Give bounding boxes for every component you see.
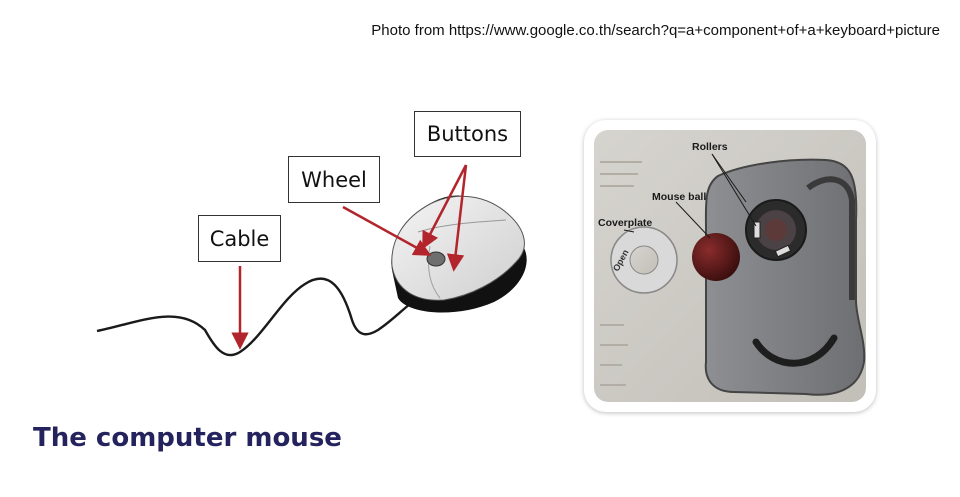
- mouse-internals-photo: Open Rollers Mouse ball Coverplate: [584, 120, 876, 412]
- roller-bottom: [774, 244, 792, 258]
- photo-image: Open Rollers Mouse ball Coverplate: [594, 130, 866, 402]
- scroll-wheel: [426, 251, 446, 267]
- rollers-label: Rollers: [692, 141, 728, 153]
- cable-label: Cable: [198, 215, 281, 262]
- roller-left: [753, 221, 761, 239]
- coverplate-label: Coverplate: [598, 217, 652, 229]
- buttons-arrow-right: [446, 164, 468, 272]
- leader-lines: [623, 153, 757, 239]
- coverplate: Open: [610, 226, 678, 294]
- wheel-arrow: [342, 205, 432, 256]
- wheel-label: Wheel: [288, 156, 380, 203]
- background-text-lines: [600, 161, 642, 386]
- mouse-ball: [692, 233, 740, 281]
- mouse-casing: [704, 158, 866, 396]
- casing-groove: [752, 334, 838, 367]
- mouse-illustration: [391, 195, 527, 313]
- mouse-ball-label: Mouse ball: [652, 191, 706, 203]
- mouse-cable: [96, 277, 411, 357]
- source-caption: Photo from https://www.google.co.th/sear…: [371, 22, 940, 39]
- mouse-diagram: [96, 164, 527, 357]
- page-title: The computer mouse: [33, 423, 342, 453]
- buttons-arrow-left: [422, 164, 468, 250]
- buttons-label: Buttons: [414, 111, 521, 157]
